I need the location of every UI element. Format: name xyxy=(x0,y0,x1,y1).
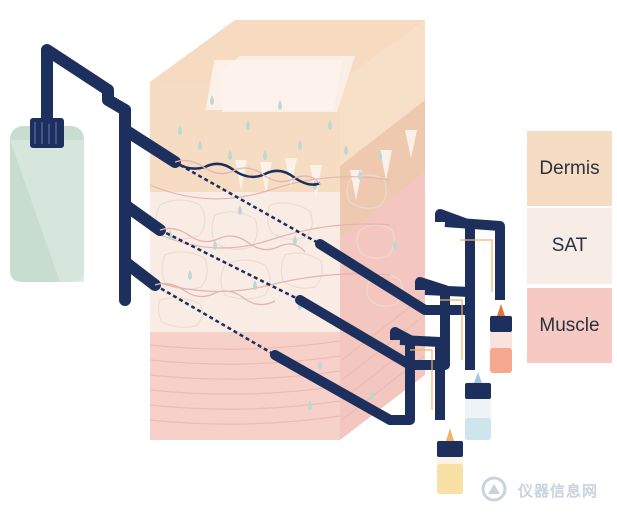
lab-instrument-logo-icon xyxy=(481,476,507,502)
probe-1 xyxy=(174,159,505,315)
droplets xyxy=(168,95,397,410)
vial-muscle xyxy=(490,304,512,373)
legend-dermis: Dermis xyxy=(527,131,612,206)
tissue-block xyxy=(149,20,425,440)
vial-sat xyxy=(465,372,491,440)
perfusate-bottle xyxy=(10,118,84,282)
legend-muscle: Muscle xyxy=(527,288,612,363)
vial-dermis xyxy=(437,428,463,494)
legend-label-muscle: Muscle xyxy=(539,314,600,336)
legend-label-dermis: Dermis xyxy=(539,157,600,179)
watermark-text: 仪器信息网 xyxy=(518,482,599,500)
tubing xyxy=(41,44,181,306)
tissue-side-dermis xyxy=(340,100,425,238)
probe-2 xyxy=(159,227,475,370)
tissue-front-muscle xyxy=(150,332,340,440)
probe-3 xyxy=(154,282,445,425)
legend-label-sat: SAT xyxy=(551,235,588,256)
watermark: 仪器信息网 xyxy=(476,474,616,506)
legend-sat: SAT xyxy=(527,208,612,284)
